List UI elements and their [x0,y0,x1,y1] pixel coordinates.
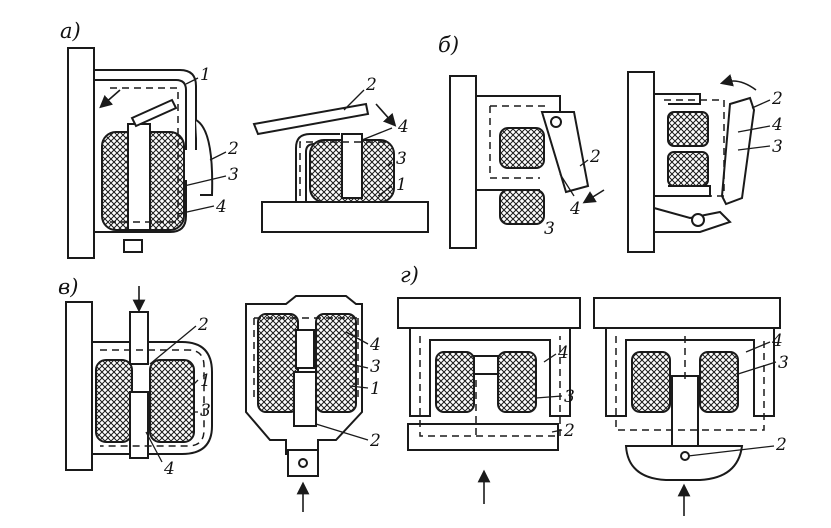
section-label-g: г) [400,263,419,287]
part-label-2: 2 [775,435,787,455]
part-label-3: 3 [778,353,789,373]
part-label-4: 4 [215,197,227,217]
part-label-2: 2 [563,421,575,441]
part-label-2: 2 [771,89,783,109]
part-label-1: 1 [200,65,211,85]
section-labels: а) б) в) г) [58,19,459,299]
part-label-3: 3 [228,165,239,185]
part-label-3: 3 [544,219,555,239]
arrow-b-right [719,74,757,91]
section-v-right-magnet [245,295,363,477]
part-label-1: 1 [200,371,211,391]
part-label-4: 4 [569,199,581,219]
part-label-1: 1 [370,379,381,399]
section-label-v: в) [58,275,78,299]
part-label-3: 3 [370,357,381,377]
part-label-2: 2 [227,139,239,159]
part-label-4: 4 [163,459,175,479]
part-label-4: 4 [557,343,569,363]
section-g-left-magnet [397,297,581,451]
section-b-left-magnet [449,75,590,249]
part-label-4: 4 [771,115,783,135]
leader-lines [145,77,777,463]
section-g-right-magnet [593,297,781,481]
arrow-a-left [99,89,121,109]
part-labels: 1 2 3 4 2 4 3 1 2 4 3 2 4 3 2 1 3 4 4 3 … [163,65,789,479]
part-label-2: 2 [589,147,601,167]
part-label-4: 4 [369,335,381,355]
part-label-3: 3 [396,149,407,169]
part-label-1: 1 [396,175,407,195]
part-label-3: 3 [200,401,211,421]
section-b-right-magnet [627,71,756,253]
part-label-2: 2 [365,75,377,95]
section-v-left-magnet [65,301,213,471]
arrow-a-right [375,103,397,127]
section-label-a: а) [60,19,81,43]
arrow-b-left [582,189,605,204]
part-label-4: 4 [771,331,783,351]
part-label-2: 2 [369,431,381,451]
part-label-2: 2 [197,315,209,335]
section-label-b: б) [438,33,459,57]
part-label-3: 3 [564,387,575,407]
part-label-4: 4 [397,117,409,137]
section-a-right-magnet [252,102,429,233]
section-a-left-magnet [67,47,214,259]
part-label-3: 3 [772,137,783,157]
